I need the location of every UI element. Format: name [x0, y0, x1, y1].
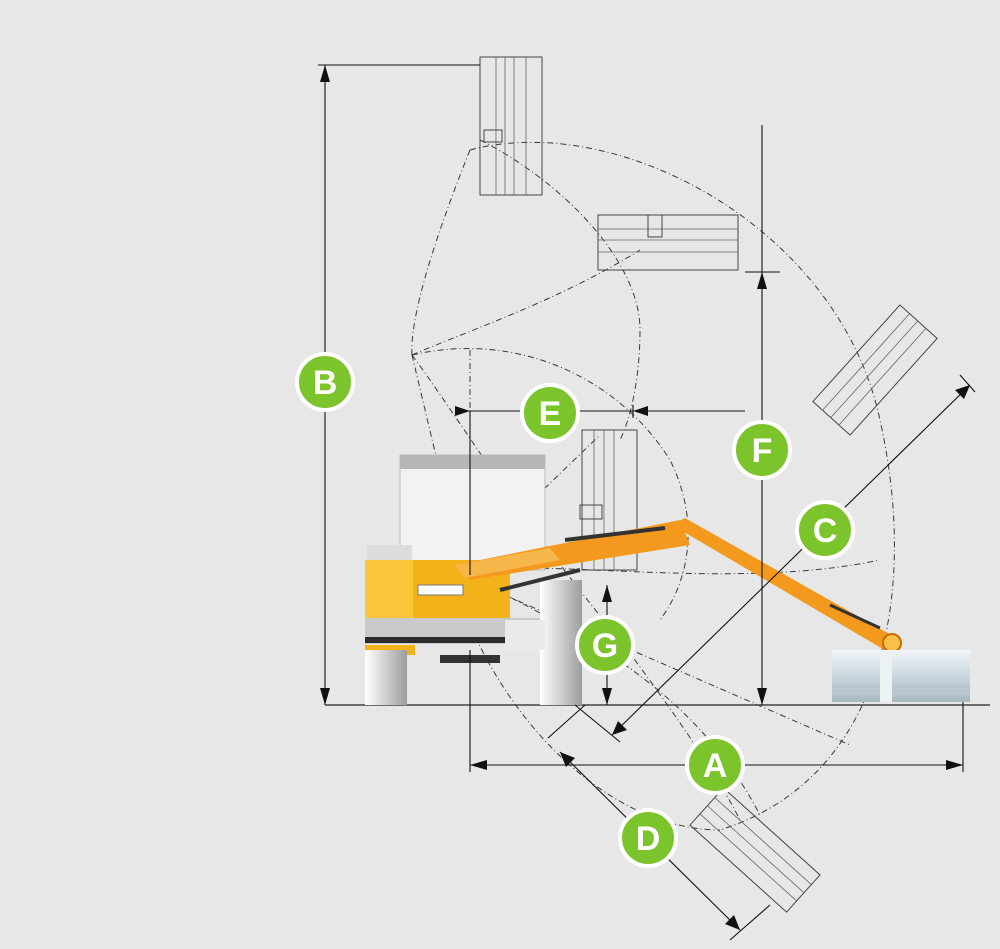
badge-d: D	[618, 808, 678, 868]
badge-g-label: G	[592, 627, 618, 665]
cab	[399, 454, 546, 571]
rear-support	[540, 580, 582, 705]
left-track	[365, 650, 407, 705]
badge-c-label: C	[813, 512, 838, 550]
dimension-e	[455, 405, 745, 575]
badge-f: F	[732, 420, 792, 480]
counterweight	[367, 545, 412, 563]
badge-d-label: D	[636, 820, 661, 858]
mower-head-top	[479, 56, 543, 196]
mower-head-right-angled	[812, 304, 938, 436]
badge-a: A	[685, 735, 745, 795]
badge-a-label: A	[703, 747, 728, 785]
dimension-f	[745, 125, 780, 705]
badge-e-label: E	[539, 395, 562, 433]
boom-arm	[455, 518, 902, 653]
mower-head-bottom-angled	[689, 787, 821, 913]
excavator-machine	[365, 454, 582, 705]
badge-b: B	[295, 352, 355, 412]
badge-f-label: F	[752, 432, 773, 470]
badge-e: E	[520, 383, 580, 443]
badge-c: C	[795, 500, 855, 560]
badge-g: G	[575, 615, 635, 675]
badge-b-label: B	[313, 364, 338, 402]
mower-head-upper-right	[597, 214, 739, 271]
dimension-c	[574, 374, 976, 743]
mower-head-working	[832, 650, 970, 702]
